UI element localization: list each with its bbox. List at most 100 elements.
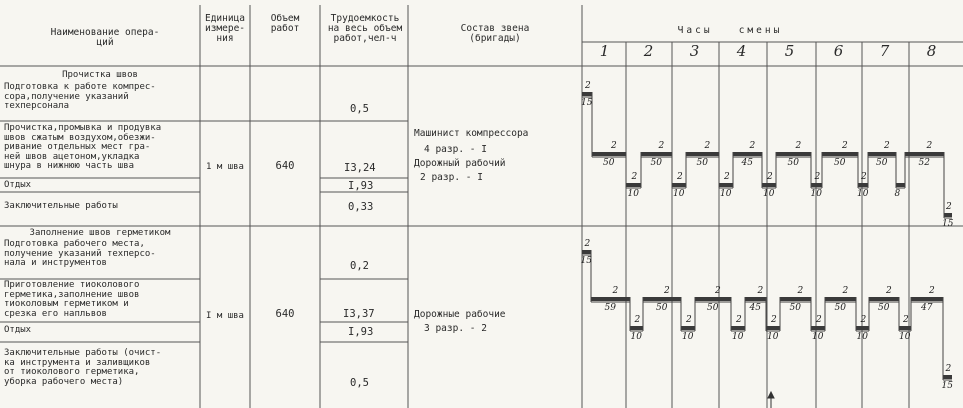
schedule-label-top: 2 xyxy=(686,315,692,325)
schedule-label-top: 2 xyxy=(664,286,670,296)
section-title: Прочистка швов xyxy=(62,70,138,80)
header-unit: Единица измере- ния xyxy=(204,13,246,44)
schedule-label-bottom: 10 xyxy=(856,332,868,342)
schedule-label-bottom: 59 xyxy=(604,303,616,313)
schedule-label-bottom: 50 xyxy=(789,303,801,313)
schedule-label-top: 2 xyxy=(929,286,935,296)
schedule-bar xyxy=(681,326,695,330)
crew-line: Дорожные рабочие xyxy=(414,309,506,320)
schedule-label-top: 2 xyxy=(704,141,711,151)
schedule-bar xyxy=(822,152,858,156)
schedule-label-top: 2 xyxy=(749,141,756,151)
schedule-label-bottom: 52 xyxy=(918,158,930,168)
crew-line: Дорожный рабочий xyxy=(414,158,506,169)
schedule-label-bottom: 15 xyxy=(580,256,592,266)
schedule-label-bottom: 10 xyxy=(767,332,779,342)
schedule-label-bottom: 50 xyxy=(876,158,888,168)
operation-name: Отдых xyxy=(4,325,32,335)
schedule-bar xyxy=(695,297,731,301)
schedule-bar xyxy=(905,152,944,156)
crew-line: Машинист компрессора xyxy=(414,128,529,139)
hour-2: 2 xyxy=(643,42,654,60)
schedule-bar xyxy=(672,183,686,187)
labor-cell: 0,5 xyxy=(350,103,369,115)
schedule-bar xyxy=(641,152,672,156)
schedule-label-top: 2 xyxy=(946,202,952,212)
schedule-label-bottom: 50 xyxy=(878,303,890,313)
schedule-label-top: 2 xyxy=(861,172,867,182)
schedule-label-bottom: 50 xyxy=(834,303,846,313)
schedule-bar xyxy=(626,183,641,187)
schedule-label-bottom: 50 xyxy=(707,303,719,313)
schedule-label-bottom: 10 xyxy=(673,189,685,199)
labor-cell: 0,5 xyxy=(350,377,369,389)
schedule-label-bottom: 8 xyxy=(894,189,901,199)
schedule-bar xyxy=(858,183,868,187)
schedule-bar xyxy=(780,297,811,301)
schedule-bar xyxy=(591,297,630,301)
operation-name: Приготовление тиоколового герметика,запо… xyxy=(4,280,140,319)
schedule-label-top: 2 xyxy=(771,315,777,325)
schedule-label-top: 2 xyxy=(634,315,641,325)
schedule-label-top: 2 xyxy=(926,141,933,151)
schedule-label-bottom: 50 xyxy=(834,158,846,168)
schedule-label-bottom: 15 xyxy=(581,98,593,108)
schedule-bar xyxy=(582,92,592,96)
schedule-bar xyxy=(643,297,681,301)
header-operation: Наименование опера- ций xyxy=(50,27,160,48)
volume-cell: 640 xyxy=(275,308,295,320)
schedule-bar xyxy=(944,213,952,217)
operation-name: Заключительные работы (очист- ка инструм… xyxy=(4,348,162,387)
schedule-label-bottom: 50 xyxy=(603,158,615,168)
schedule-label-bottom: 10 xyxy=(763,189,775,199)
unit-cell: I м шва xyxy=(206,311,244,321)
schedule-bar xyxy=(825,297,856,301)
schedule-bar xyxy=(686,152,719,156)
operation-name: Подготовка к работе компрес- сора,получе… xyxy=(4,82,156,111)
schedule-label-top: 2 xyxy=(585,81,591,91)
schedule-label-bottom: 10 xyxy=(630,332,642,342)
schedule-label-top: 2 xyxy=(886,286,892,296)
schedule-label-top: 2 xyxy=(814,172,821,182)
schedule-bar xyxy=(745,297,766,301)
schedule-label-top: 2 xyxy=(884,141,890,151)
schedule-label-bottom: 10 xyxy=(812,332,824,342)
header-volume: Объем работ xyxy=(270,13,300,34)
labor-cell: I,93 xyxy=(348,180,374,192)
schedule-bar xyxy=(731,326,745,330)
hour-3: 3 xyxy=(689,42,700,60)
labor-cell: 0,33 xyxy=(348,201,374,213)
schedule-label-bottom: 50 xyxy=(656,303,668,313)
schedule-label-top: 2 xyxy=(612,286,619,296)
schedule-label-top: 2 xyxy=(757,286,764,296)
header-labor: Трудоемкость на весь объем работ,чел-ч xyxy=(327,13,403,44)
schedule-label-bottom: 15 xyxy=(941,381,953,391)
volume-cell: 640 xyxy=(275,160,295,172)
schedule-bar xyxy=(762,183,776,187)
schedule-label-bottom: 50 xyxy=(787,158,799,168)
schedule-label-bottom: 45 xyxy=(749,303,761,313)
crew-line: 3 разр. - 2 xyxy=(424,323,487,334)
schedule-label-top: 2 xyxy=(724,172,730,182)
hour-1: 1 xyxy=(599,42,610,60)
schedule-label-top: 2 xyxy=(903,315,909,325)
operation-name: Подготовка рабочего места, получение ука… xyxy=(4,239,156,268)
labor-cell: 0,2 xyxy=(350,260,369,272)
hour-5: 5 xyxy=(784,42,795,60)
schedule-bar xyxy=(719,183,733,187)
schedule-label-top: 2 xyxy=(945,364,952,374)
hour-7: 7 xyxy=(879,42,890,60)
schedule-label-top: 2 xyxy=(736,315,742,325)
schedule-label-top: 2 xyxy=(584,239,591,249)
schedule-label-bottom: 10 xyxy=(732,332,744,342)
schedule-label-top: 2 xyxy=(611,141,617,151)
schedule-label-top: 2 xyxy=(860,315,867,325)
schedule-bar xyxy=(899,326,911,330)
operation-name: Отдых xyxy=(4,180,32,190)
schedule-label-top: 2 xyxy=(658,141,665,151)
schedule-bar xyxy=(811,183,822,187)
schedule-label-bottom: 10 xyxy=(682,332,694,342)
schedule-label-bottom: 50 xyxy=(650,158,662,168)
header-shift-hours: Часы смены xyxy=(677,25,783,36)
